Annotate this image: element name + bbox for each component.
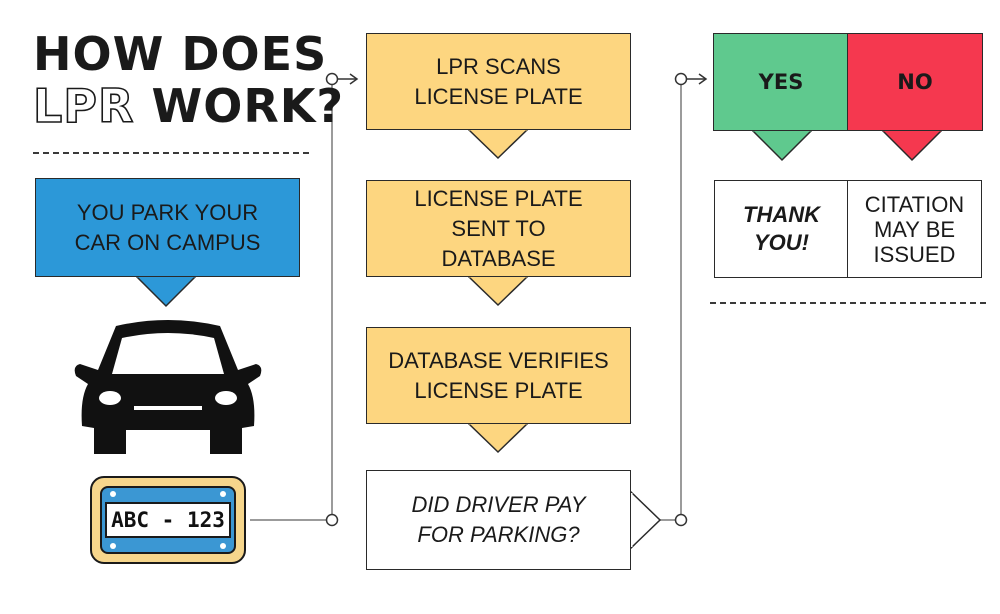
plate-inner-frame: ABC - 123 [100, 486, 236, 554]
connector-node-icon [674, 513, 688, 527]
arrow-right-icon [349, 73, 359, 85]
step-sent-text: LICENSE PLATE SENT TO DATABASE [414, 185, 583, 271]
connector-node-icon [325, 72, 339, 86]
title-line-2-rest: WORK? [151, 79, 345, 133]
step-scan-box: LPR SCANS LICENSE PLATE [366, 33, 631, 130]
answer-yes-box: YES [713, 33, 849, 131]
connector-node-icon [674, 72, 688, 86]
title-divider [33, 152, 309, 154]
step-verify-box: DATABASE VERIFIES LICENSE PLATE [366, 327, 631, 424]
results-divider [710, 302, 986, 304]
result-thank-you-box: THANK YOU! [714, 180, 849, 278]
title-outlined-word: LPR [32, 79, 135, 133]
title-line-1: HOW DOES [33, 27, 328, 81]
arrow-right-icon [698, 73, 708, 85]
result-thank-you-text: THANK YOU! [743, 202, 820, 255]
answer-no-box: NO [847, 33, 983, 131]
answer-yes-label: YES [758, 70, 804, 94]
plate-number: ABC - 123 [111, 508, 225, 532]
step-question-box: DID DRIVER PAY FOR PARKING? [366, 470, 631, 570]
step-scan-text: LPR SCANS LICENSE PLATE [414, 53, 583, 109]
title-line-2: LPR WORK? [32, 79, 345, 133]
car-icon [74, 320, 262, 454]
step-question-text: DID DRIVER PAY FOR PARKING? [411, 492, 586, 547]
result-citation-text: CITATION MAY BE ISSUED [864, 191, 965, 267]
license-plate-icon: ABC - 123 [90, 476, 246, 564]
plate-text-panel: ABC - 123 [105, 502, 231, 538]
step-park-box: YOU PARK YOUR CAR ON CAMPUS [35, 178, 300, 277]
step-verify-text: DATABASE VERIFIES LICENSE PLATE [388, 347, 609, 403]
step-park-text: YOU PARK YOUR CAR ON CAMPUS [74, 199, 261, 255]
result-citation-box: CITATION MAY BE ISSUED [847, 180, 982, 278]
answer-no-label: NO [897, 70, 933, 94]
step-sent-box: LICENSE PLATE SENT TO DATABASE [366, 180, 631, 277]
connector-node-icon [325, 513, 339, 527]
